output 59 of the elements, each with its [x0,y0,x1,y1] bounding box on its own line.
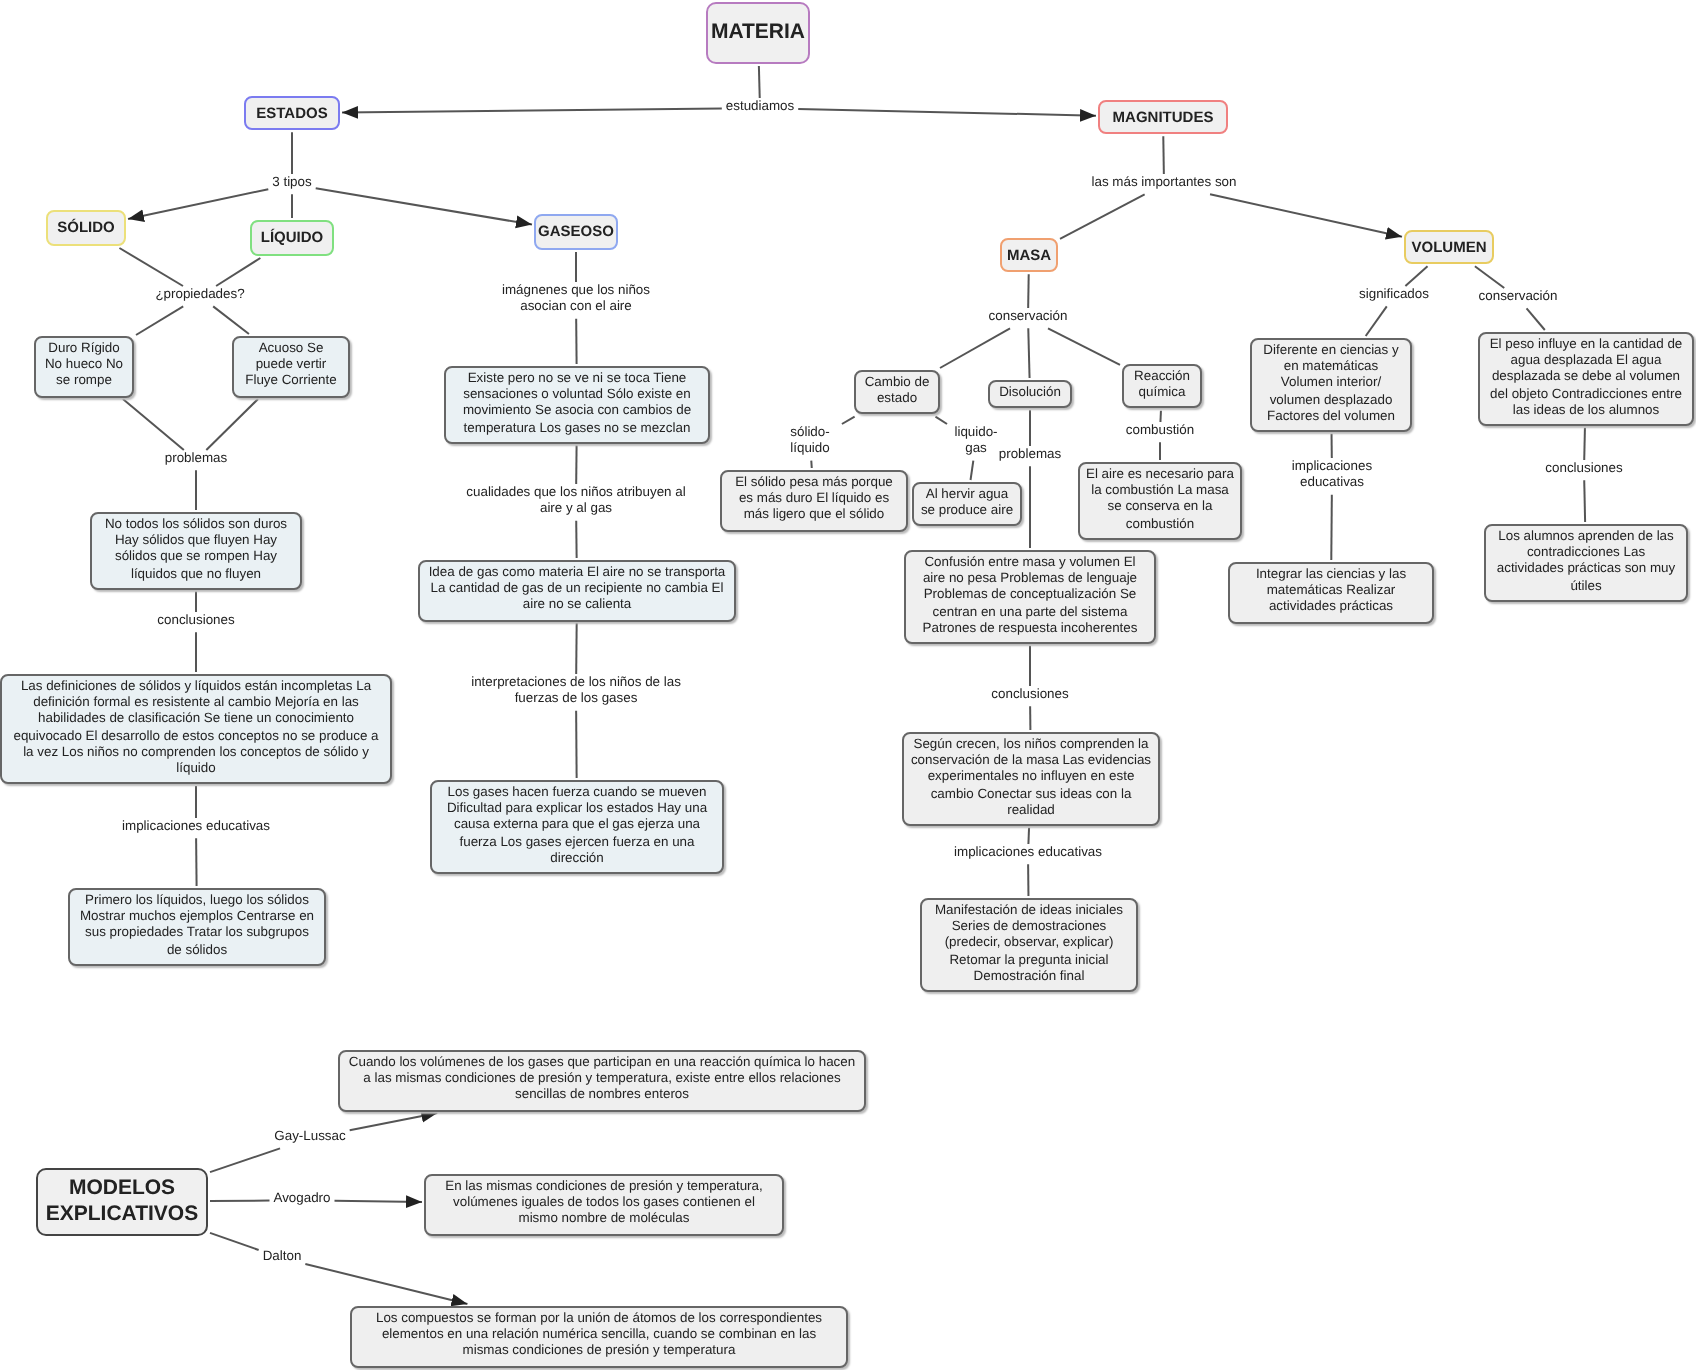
arrow [341,106,723,119]
connector-line [1027,327,1031,379]
connector-line [1159,409,1162,423]
connector-line [1525,307,1546,331]
connector-line [1473,265,1506,289]
connector-line [1029,465,1031,549]
connector-line [195,785,197,819]
connector-line [575,709,578,779]
connector-line [209,1199,271,1203]
connector-line [1404,265,1429,287]
arrow [1209,193,1403,240]
arrow [348,1109,439,1132]
concept-box: MODELOS EXPLICATIVOS [36,1168,208,1236]
connector-line [575,444,578,485]
connector-line [1029,409,1031,447]
connector-line [1029,705,1032,731]
connector-line [205,398,259,451]
connector-line [1364,305,1388,337]
connector-line [757,65,761,99]
connector-line [1162,135,1165,175]
connector-line [135,305,185,336]
connector-line [575,251,577,283]
connector-line [195,590,197,613]
connector-line [1027,863,1030,897]
connector-line [1330,432,1333,459]
arrow [797,108,1097,122]
connector-line [291,193,293,219]
connector-line [1330,493,1333,561]
connector-line [1027,826,1031,845]
connector-line [209,1147,282,1174]
concept-box: MATERIA [706,2,810,64]
connector-line [1583,426,1586,461]
connector-line [969,459,975,481]
connector-line [291,131,293,175]
connector-line [1159,441,1161,461]
connector-line [840,415,856,425]
connector-line [575,622,578,675]
arrow [304,1262,469,1307]
connector-line [934,415,948,425]
connector-line [118,247,184,287]
connector-line [575,317,578,365]
connector-line [810,459,813,469]
connector-line [575,519,578,559]
connector-line [195,469,197,511]
connector-line [195,631,197,673]
arrow [127,188,270,222]
connector-line [195,837,198,887]
connector-line [209,1231,260,1251]
connector-line [939,327,1012,369]
connector-line [1059,193,1146,240]
arrow [314,187,533,229]
arrow [333,1195,423,1209]
connector-line [215,257,262,287]
connector-line [121,398,185,451]
connector-line [212,305,250,335]
connector-line [1027,273,1030,309]
connector-line [1583,479,1587,523]
connector-line [1029,644,1031,687]
connector-line [1047,327,1121,366]
